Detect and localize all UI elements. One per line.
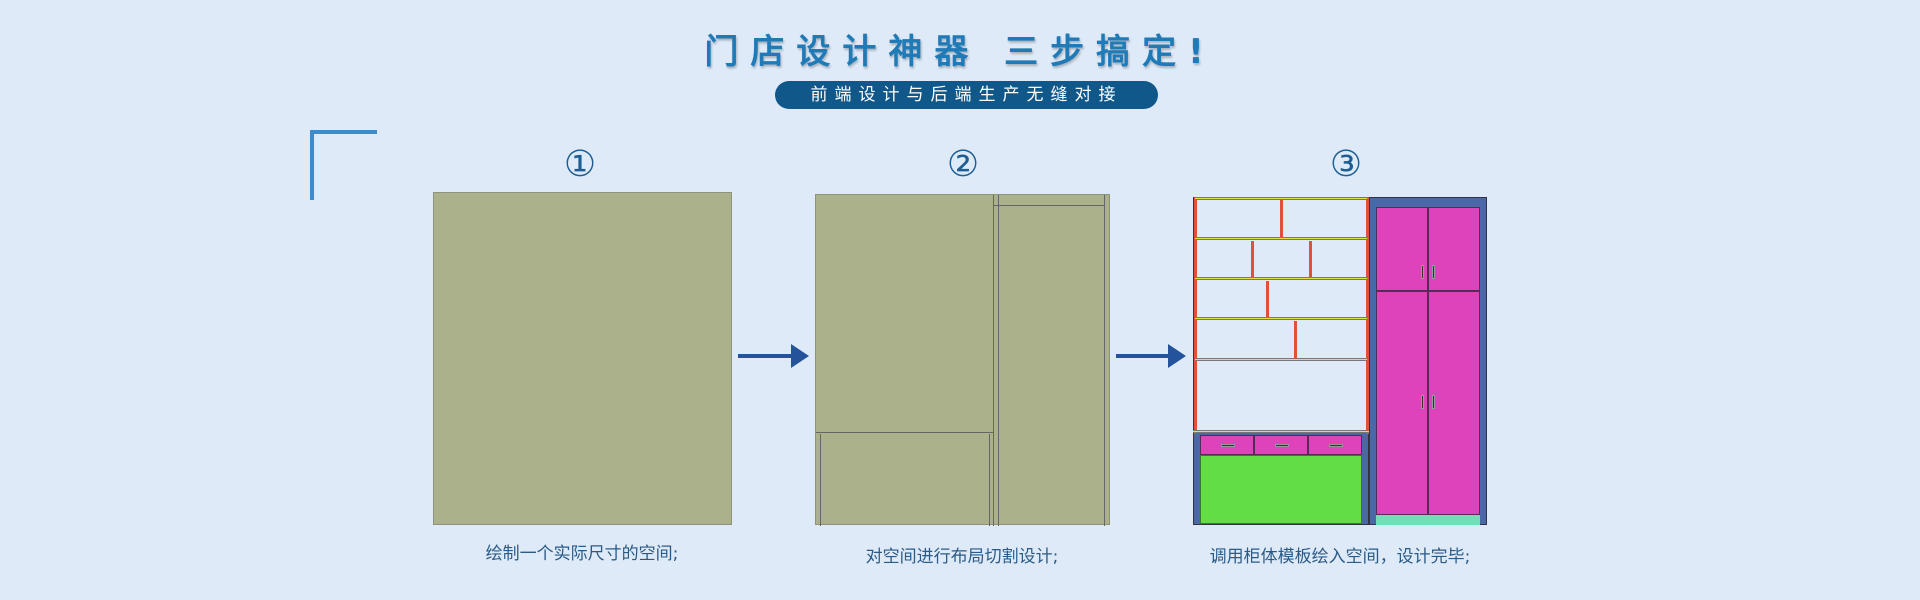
lower-door	[1200, 455, 1362, 524]
step-1-empty-space	[433, 192, 732, 525]
wardrobe-door	[1376, 291, 1428, 515]
wardrobe-door	[1428, 291, 1480, 515]
arrow-right-icon	[1116, 344, 1186, 368]
page-title: 门店设计神器 三步搞定!	[704, 32, 1216, 72]
step-3-caption: 调用柜体模板绘入空间，设计完毕;	[1209, 547, 1471, 567]
arrow-right-icon	[738, 344, 809, 368]
drawer	[1200, 435, 1254, 455]
step-3-number: ③	[1329, 144, 1363, 185]
step-2-caption: 对空间进行布局切割设计;	[865, 547, 1059, 567]
step-3-cabinet-design	[1193, 197, 1487, 525]
step-2-layout-space	[815, 194, 1110, 526]
subtitle-badge: 前端设计与后端生产无缝对接	[775, 81, 1158, 109]
drawer	[1254, 435, 1308, 455]
corner-bracket-decoration	[310, 130, 377, 200]
wardrobe-door	[1428, 207, 1480, 291]
step-1-caption: 绘制一个实际尺寸的空间;	[485, 544, 679, 564]
drawer	[1308, 435, 1362, 455]
step-1-number: ①	[563, 144, 597, 185]
step-2-number: ②	[946, 144, 980, 185]
wardrobe-door	[1376, 207, 1428, 291]
